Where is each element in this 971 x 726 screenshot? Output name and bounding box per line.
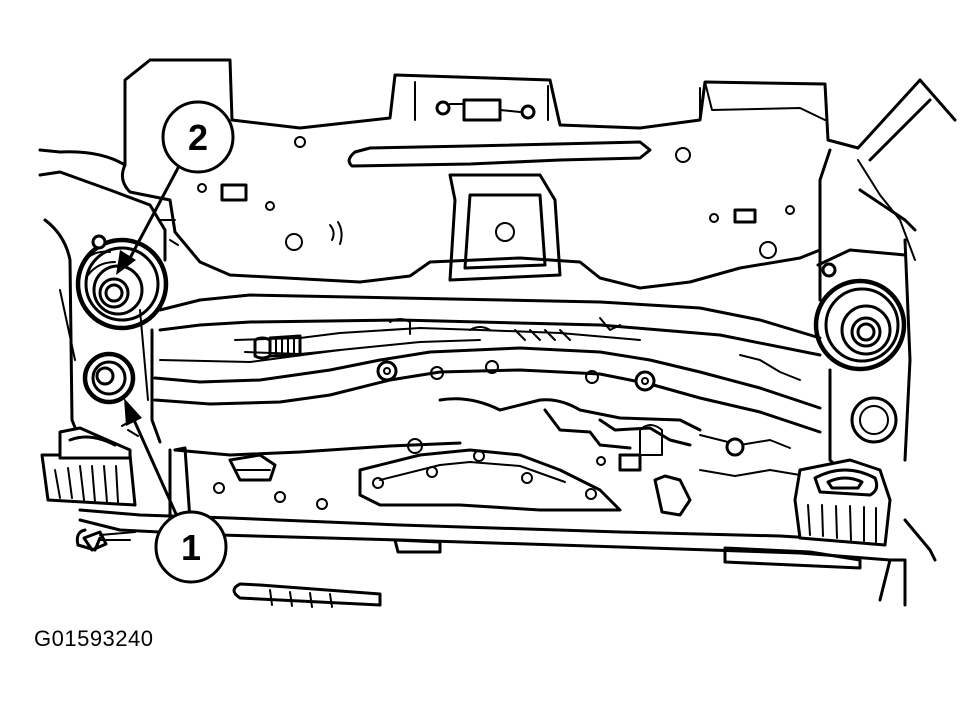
right-isolator-block	[793, 458, 892, 547]
callout-1-leader	[132, 418, 178, 516]
callout-1-circle	[154, 510, 228, 584]
callout-2: 2	[116, 100, 235, 275]
left-isolator-block	[40, 419, 139, 507]
lower-beam	[75, 446, 937, 607]
callout-2-circle	[161, 100, 235, 174]
callout-2-arrowhead	[116, 250, 136, 275]
left-mounts	[75, 234, 169, 405]
steering-rack	[234, 317, 801, 381]
right-mounts	[813, 262, 907, 444]
left-pin	[82, 530, 108, 552]
callout-1-arrowhead	[124, 398, 142, 426]
right-frame-rail	[816, 238, 912, 472]
callout-1-label: 1	[181, 527, 201, 568]
left-frame-rail	[38, 170, 167, 444]
oil-pan	[173, 397, 801, 517]
callout-2-label: 2	[188, 117, 208, 158]
callout-2-leader	[128, 166, 180, 260]
crossmember	[153, 293, 822, 434]
callout-1: 1	[124, 398, 228, 584]
bumper-strip	[232, 582, 382, 608]
floor-pan	[38, 58, 957, 290]
figure-id: G01593240	[34, 626, 154, 651]
lower-bushing	[82, 351, 136, 405]
